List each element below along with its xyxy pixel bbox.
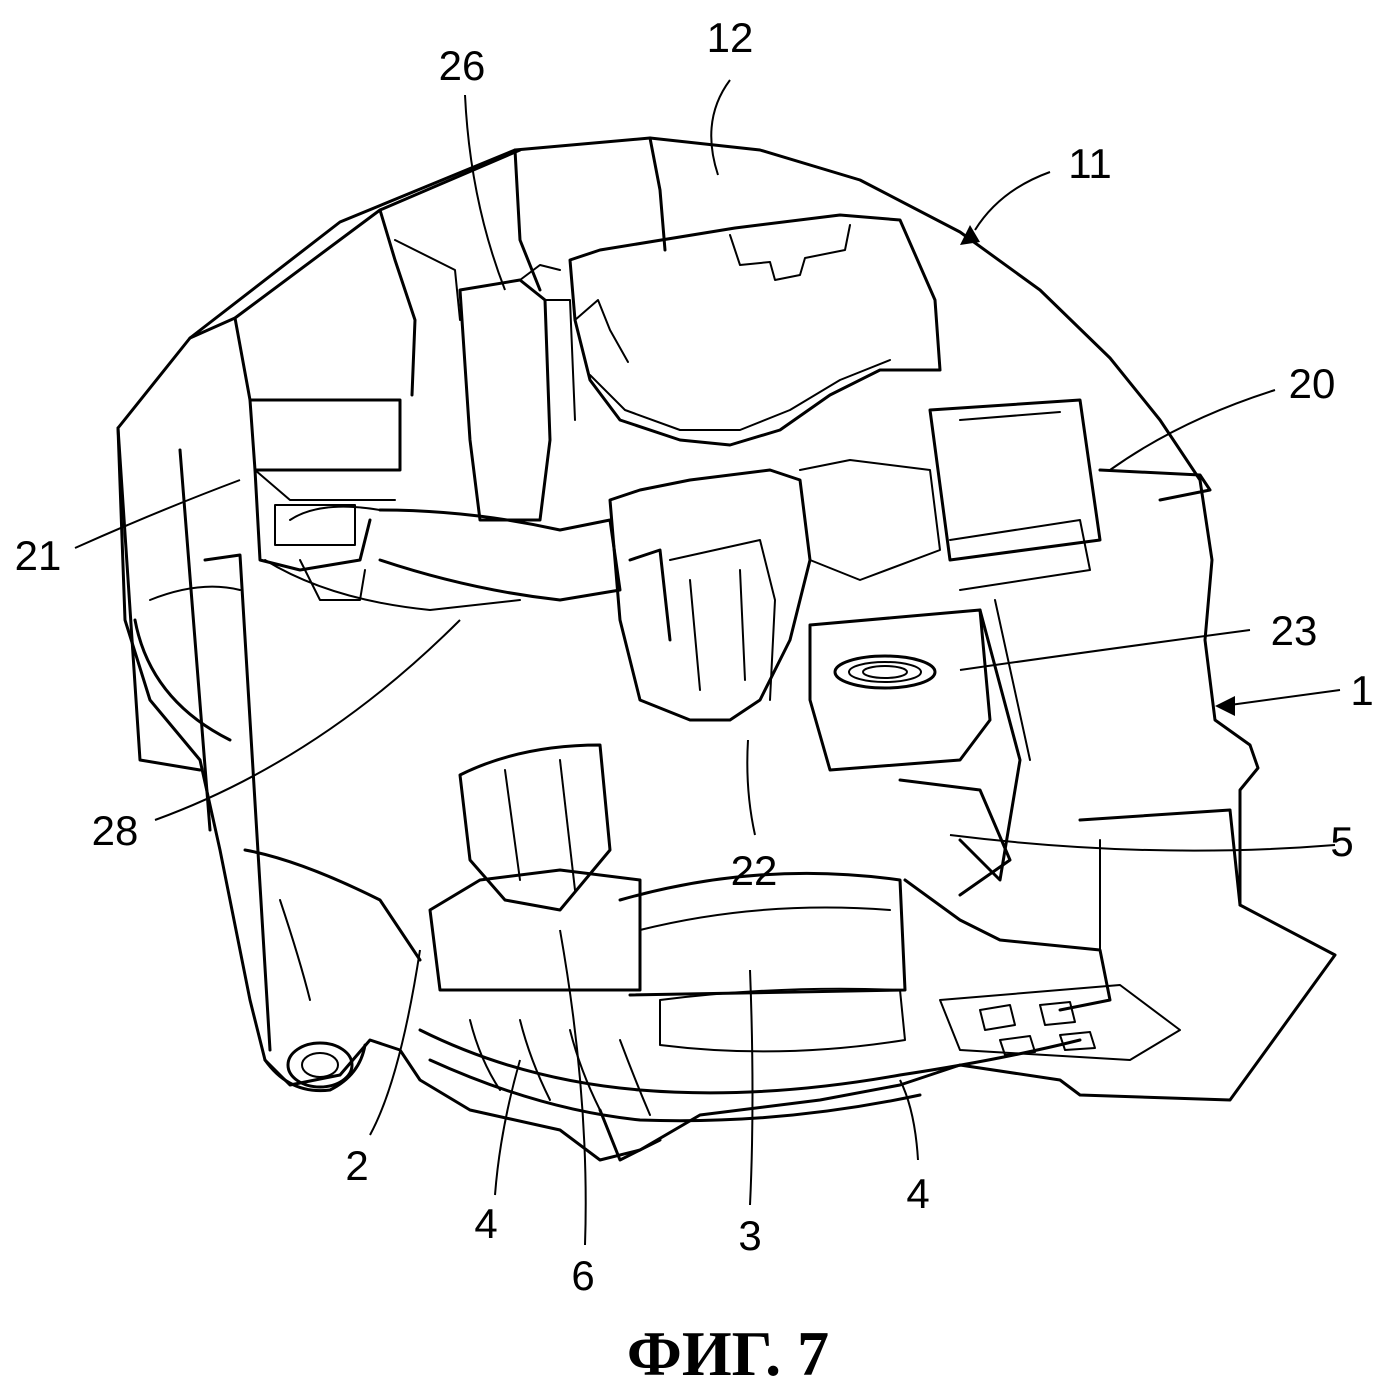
reference-labels: 12 26 11 20 21 23 1 28 22 5 2 4 6 3 4	[15, 14, 1374, 1299]
leader-6	[559, 929, 587, 1246]
label-3: 3	[738, 1212, 761, 1259]
leader-3	[749, 969, 754, 1206]
cover-12	[568, 213, 942, 447]
leader-4b	[899, 1079, 919, 1161]
figure-caption: ФИГ. 7	[627, 1318, 829, 1389]
housing-11-top	[188, 136, 667, 501]
label-2: 2	[345, 1142, 368, 1189]
center-frame	[608, 468, 812, 722]
leader-4a	[494, 1059, 521, 1196]
label-1: 1	[1350, 667, 1373, 714]
leader-23	[959, 629, 1251, 671]
label-4-left: 4	[474, 1200, 497, 1247]
label-11: 11	[1068, 140, 1112, 187]
leader-22	[746, 739, 756, 836]
shaft-26	[458, 264, 576, 522]
label-12: 12	[707, 14, 754, 61]
leader-21	[74, 479, 241, 549]
device-outline	[116, 136, 1337, 1162]
leader-lines	[74, 79, 1341, 1246]
left-column	[116, 426, 422, 1093]
leader-12	[710, 79, 731, 176]
leader-2	[369, 949, 421, 1136]
label-28: 28	[92, 807, 139, 854]
gear-4	[418, 984, 1181, 1162]
label-5: 5	[1330, 818, 1353, 865]
label-4-right: 4	[906, 1170, 929, 1217]
leader-5	[949, 834, 1336, 852]
label-26: 26	[439, 42, 486, 89]
leader-1	[1229, 689, 1341, 706]
arrow-11	[960, 225, 980, 245]
label-20: 20	[1289, 360, 1336, 407]
tongue-5	[898, 599, 1031, 897]
base-3	[428, 808, 1242, 1012]
leader-28	[154, 619, 461, 821]
label-6: 6	[571, 1252, 594, 1299]
label-23: 23	[1271, 607, 1318, 654]
cam-6	[458, 743, 612, 912]
leader-20	[1109, 389, 1276, 471]
label-21: 21	[15, 532, 62, 579]
leader-11	[974, 171, 1051, 231]
arrow-1	[1215, 696, 1235, 716]
bracket-21	[253, 468, 372, 601]
connector-20	[799, 398, 1212, 591]
spring-23	[808, 608, 992, 772]
leader-26	[464, 94, 506, 291]
label-22: 22	[731, 847, 778, 894]
